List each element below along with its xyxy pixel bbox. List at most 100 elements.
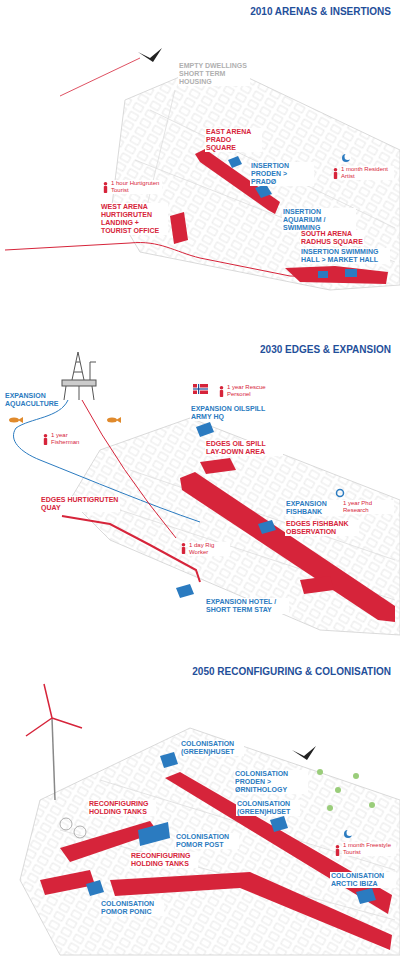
person-icon	[44, 434, 48, 445]
moon-icon	[342, 153, 351, 162]
persona-caption: 1 hour Hurtigruten Tourist	[110, 180, 162, 194]
map-label: EXPANSION HOTEL / SHORT TERM STAY	[205, 598, 289, 614]
route-line	[5, 58, 385, 278]
map-label: RECONFIGURING HOLDING TANKS	[88, 800, 156, 816]
persona-caption: 1 month Resident Artist	[340, 166, 394, 180]
map-label: COLONISATION (GREEN)HUSET	[180, 740, 244, 756]
map-label: WEST ARENA HURTIGRUTEN LANDING + TOURIST…	[100, 203, 168, 235]
person-icon	[336, 845, 340, 856]
map-label: EDGES HURTIGRUTEN QUAY	[40, 496, 120, 512]
tree-symbol	[353, 773, 359, 779]
bird-symbol	[138, 48, 162, 62]
person-icon	[336, 845, 340, 856]
map-label: INSERTION PRODEN > PRADØ	[250, 162, 314, 186]
persona-caption: 1 month Freestyle Tourist	[342, 842, 396, 856]
tree-symbol	[317, 769, 323, 775]
flag-icon	[193, 384, 208, 394]
holding-tank-symbol	[74, 826, 86, 838]
person-icon	[104, 182, 108, 193]
ring-icon	[337, 490, 344, 497]
insertion-block	[345, 269, 357, 277]
shipping-route	[82, 400, 176, 538]
person-icon	[220, 386, 224, 397]
map-label: COLONISATION POMOR PONIC	[100, 900, 164, 916]
insertion-block	[318, 271, 328, 278]
oil-rig-symbol	[64, 386, 94, 400]
colonised-area	[40, 772, 392, 950]
fish-icon	[107, 418, 117, 423]
base-map	[135, 90, 395, 262]
tree-symbol	[335, 787, 341, 793]
edge-area	[180, 472, 395, 622]
base-map	[112, 62, 400, 290]
edge-area	[200, 458, 236, 474]
ring-icon	[337, 490, 344, 497]
bird-symbol	[138, 48, 162, 62]
fish-icon	[9, 418, 19, 423]
map-label: COLONISATION PRODEN > ØRNITHOLOGY	[234, 770, 308, 794]
arena-area	[170, 212, 188, 244]
wind-turbine-symbol	[52, 718, 55, 800]
persona-caption: 1 year Rescue Personel	[226, 384, 284, 398]
persona-caption: 1 day Rig Worker	[188, 542, 230, 556]
map-label: COLONISATION POMOR POST	[175, 833, 239, 849]
map-label: EDGES OIL SPILL LAY-DOWN AREA	[205, 440, 283, 456]
oil-rig-symbol	[62, 352, 96, 400]
map-label: EXPANSION AQUACULTURE	[4, 392, 62, 408]
shipping-route	[62, 516, 200, 582]
base-map	[20, 728, 400, 955]
person-icon	[334, 168, 338, 179]
map-label: COLONISATION (GREEN)HUSET	[236, 800, 300, 816]
bird-symbol	[292, 746, 316, 760]
base-map	[112, 62, 400, 290]
route-line	[60, 58, 140, 96]
map-label: INSERTION SWIMMING HALL > MARKET HALL	[300, 248, 390, 264]
moon-icon	[342, 153, 351, 162]
holding-tank-symbol	[60, 818, 72, 830]
fish-icon	[116, 417, 121, 423]
moon-icon	[344, 829, 353, 838]
map-label: RECONFIGURING HOLDING TANKS	[130, 852, 198, 868]
fish-icon	[18, 417, 23, 423]
oil-rig-symbol	[72, 352, 84, 380]
flag-icon	[193, 388, 208, 389]
map-label: EDGES FISHBANK OBSERVATION	[285, 520, 359, 536]
shipping-route	[13, 400, 200, 522]
tree-symbol	[327, 805, 333, 811]
wind-turbine-symbol	[26, 684, 82, 800]
flag-icon	[193, 384, 208, 394]
colonisation-block	[270, 816, 288, 832]
shipping-route	[13, 400, 200, 582]
persona-caption: 1 year Fisherman	[50, 432, 92, 446]
colonisation-block	[138, 822, 170, 846]
base-map	[20, 728, 400, 955]
map-label: SOUTH ARENA RADHUS SQUARE	[300, 230, 364, 246]
wind-turbine-symbol	[26, 684, 82, 736]
person-icon	[182, 543, 186, 554]
colonised-area	[40, 870, 95, 895]
edge-area	[180, 458, 395, 622]
base-map	[70, 418, 400, 635]
expansion-block	[196, 422, 214, 437]
panel-heading: 2010 ARENAS & INSERTIONS	[249, 6, 392, 18]
expansion-block	[258, 520, 276, 534]
base-map	[70, 418, 400, 635]
oil-rig-symbol	[62, 380, 96, 386]
expansion-block	[176, 584, 194, 598]
colonisation-block	[160, 752, 178, 768]
map-label: EXPANSION FISHBANK	[285, 500, 343, 516]
panel-heading: 2030 EDGES & EXPANSION	[259, 344, 392, 356]
moon-icon	[344, 829, 353, 838]
tree-symbol	[369, 802, 375, 808]
insertion-block	[228, 156, 242, 168]
tree-symbol	[317, 769, 375, 811]
oil-rig-symbol	[90, 362, 96, 380]
map-label: INSERTION AQUARIUM / SWIMMING	[282, 208, 356, 232]
colonisation-block	[86, 880, 104, 896]
map-label: COLONISATION ARCTIC IBIZA	[330, 872, 396, 888]
fish-icon	[9, 417, 121, 423]
flag-icon	[193, 388, 208, 391]
